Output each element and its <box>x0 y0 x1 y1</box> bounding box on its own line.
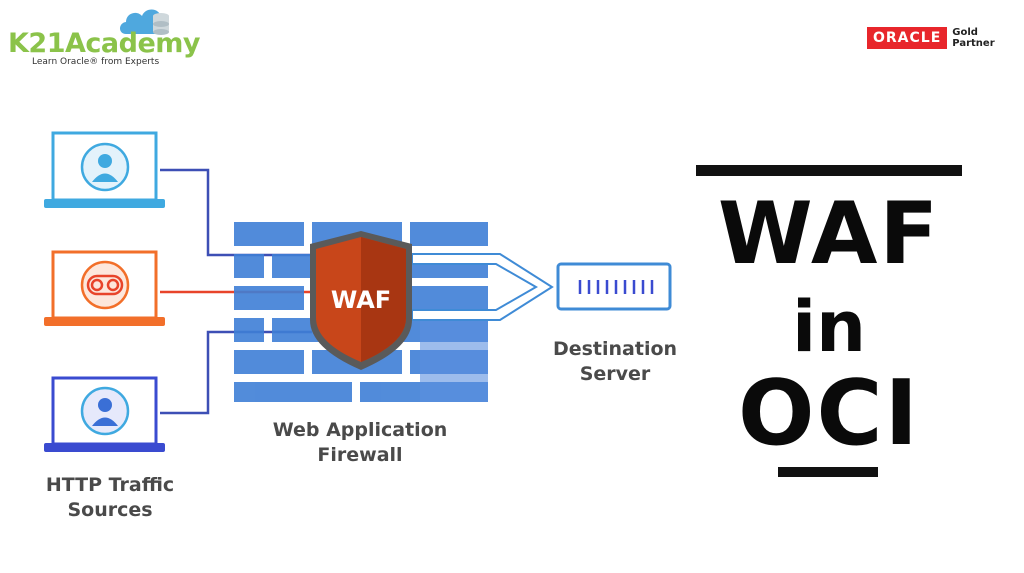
oracle-partner-badge: ORACLE Gold Partner <box>867 25 995 51</box>
shield-label: WAF <box>331 286 391 314</box>
laptop-icon <box>44 250 165 326</box>
firewall-label-line1: Web Application <box>272 419 448 441</box>
waf-diagram: WAF <box>44 131 672 452</box>
hacker-mask-icon <box>86 274 124 296</box>
laptop-icon <box>44 376 165 452</box>
firewall-label-line2: Firewall <box>317 444 403 466</box>
headline-line1: WAF <box>717 184 941 284</box>
brand-tagline: Learn Oracle® from Experts <box>32 57 160 67</box>
sources-label-line2: Sources <box>67 499 153 521</box>
waf-shield-icon: WAF <box>310 231 412 370</box>
firewall-label: Web Application Firewall <box>250 418 470 468</box>
destination-label-line2: Server <box>579 363 651 385</box>
headline-line2: in <box>792 286 866 368</box>
destination-label: Destination Server <box>530 337 700 387</box>
partner-text: Gold Partner <box>952 27 994 49</box>
cloud-database-icon <box>120 9 169 35</box>
headline-line3: OCI <box>737 361 921 466</box>
destination-label-line1: Destination <box>552 338 678 360</box>
sources-label: HTTP Traffic Sources <box>20 473 200 523</box>
partner-level: Gold <box>952 27 978 38</box>
partner-label: Partner <box>952 38 995 49</box>
user-icon <box>98 398 112 412</box>
server-icon <box>556 262 672 311</box>
user-icon <box>98 154 112 168</box>
brand-name: K21Academy <box>8 28 201 59</box>
headline-top-rule <box>696 165 962 176</box>
headline-bottom-rule <box>778 467 878 477</box>
sources-label-line1: HTTP Traffic <box>45 474 175 496</box>
laptop-icon <box>44 131 165 208</box>
oracle-logo: ORACLE <box>867 27 948 49</box>
